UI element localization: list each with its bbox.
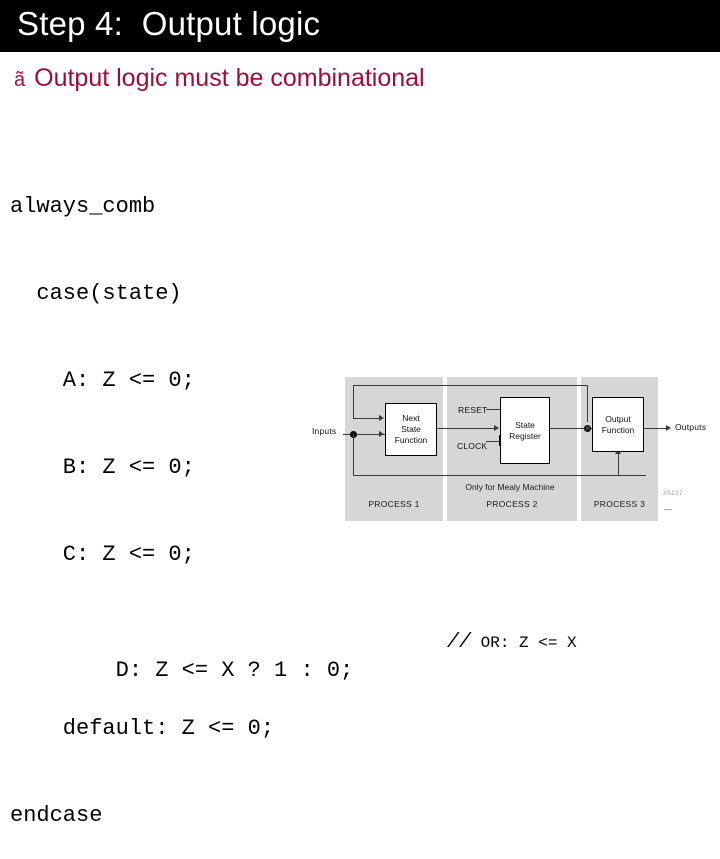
wire-state-tap-down bbox=[587, 385, 589, 422]
comment-slashes: // bbox=[447, 631, 472, 654]
signal-label-reset: RESET bbox=[458, 405, 488, 415]
block-output-function[interactable]: Output Function bbox=[592, 397, 644, 452]
fsm-block-diagram: Next State Function State Register Outpu… bbox=[300, 365, 720, 540]
signal-label-outputs: Outputs bbox=[675, 422, 707, 432]
comment-body: OR: Z <= X bbox=[471, 634, 577, 652]
code-line-text: case(state) bbox=[10, 281, 182, 306]
code-line-text: always_comb bbox=[10, 194, 156, 219]
signal-label-clock: CLOCK bbox=[457, 441, 488, 451]
wire-inputs-down-to-mealy-rail bbox=[353, 434, 355, 476]
slide-title-bar: Step 4: Output logic bbox=[0, 0, 720, 52]
page-title: Step 4: Output logic bbox=[17, 5, 321, 42]
process-label-3: PROCESS 3 bbox=[593, 499, 646, 509]
code-line: A: Z <= 0; bbox=[10, 366, 353, 395]
block-label-line2: Function bbox=[601, 424, 635, 435]
bullet-glyph-icon: ã bbox=[14, 69, 26, 91]
mealy-machine-note: Only for Mealy Machine bbox=[465, 482, 555, 492]
wire-mealy-rail bbox=[353, 475, 646, 477]
arrow-into-state-register bbox=[494, 425, 499, 431]
wire-nsf-to-state-register bbox=[437, 428, 495, 430]
code-comment: // OR: Z <= X bbox=[447, 627, 577, 658]
bullet-row: ã Output logic must be combinational bbox=[14, 66, 425, 91]
code-line-text: default: Z <= 0; bbox=[10, 716, 275, 741]
wire-inputs bbox=[343, 434, 385, 436]
code-line: default: Z <= 0; bbox=[10, 714, 353, 743]
block-label-line1: State bbox=[515, 419, 535, 430]
code-line: endcase bbox=[10, 801, 353, 830]
block-label-line3: Function bbox=[394, 435, 428, 445]
block-label-line2: Register bbox=[509, 430, 541, 441]
process-label-1: PROCESS 1 bbox=[368, 499, 420, 509]
bullet-text: Output logic must be combinational bbox=[34, 64, 425, 92]
code-line: B: Z <= 0; bbox=[10, 453, 353, 482]
code-line-text: C: Z <= 0; bbox=[10, 542, 195, 567]
code-line: D: Z <= X ? 1 : 0; // OR: Z <= X bbox=[10, 627, 577, 683]
diagram-watermark-dashes: — bbox=[664, 505, 672, 514]
arrow-feedback-into-nsf bbox=[379, 415, 384, 421]
block-label-line1: Output bbox=[605, 413, 631, 424]
arrow-outputs bbox=[666, 425, 671, 431]
wire-mealy-into-output-function bbox=[618, 453, 620, 476]
code-line: C: Z <= 0; bbox=[10, 540, 353, 569]
wire-state-to-output-function bbox=[550, 428, 592, 430]
code-line-text: D: Z <= X ? 1 : 0; bbox=[62, 658, 354, 683]
block-state-register[interactable]: State Register bbox=[500, 397, 550, 464]
wire-reset bbox=[486, 409, 500, 411]
arrow-inputs-into-nsf bbox=[379, 431, 384, 437]
wire-feedback-to-nsf bbox=[353, 418, 380, 420]
block-label-line2: State bbox=[401, 424, 421, 434]
code-line-text: endcase bbox=[10, 803, 103, 828]
wire-outputs bbox=[644, 428, 669, 430]
wire-clock bbox=[486, 441, 500, 443]
code-line-text: B: Z <= 0; bbox=[10, 455, 195, 480]
wire-feedback-top-rail bbox=[353, 385, 588, 387]
code-line-text: A: Z <= 0; bbox=[10, 368, 195, 393]
process-label-2: PROCESS 2 bbox=[486, 499, 538, 509]
block-next-state-function[interactable]: Next State Function bbox=[385, 403, 437, 456]
signal-label-inputs: Inputs bbox=[312, 426, 337, 436]
code-line: case(state) bbox=[10, 279, 353, 308]
block-label-line1: Next bbox=[402, 413, 420, 423]
diagram-watermark: X6237 bbox=[663, 491, 683, 497]
wire-feedback-vertical bbox=[353, 386, 355, 419]
arrow-into-output-function bbox=[586, 425, 591, 431]
code-line: always_comb bbox=[10, 192, 353, 221]
